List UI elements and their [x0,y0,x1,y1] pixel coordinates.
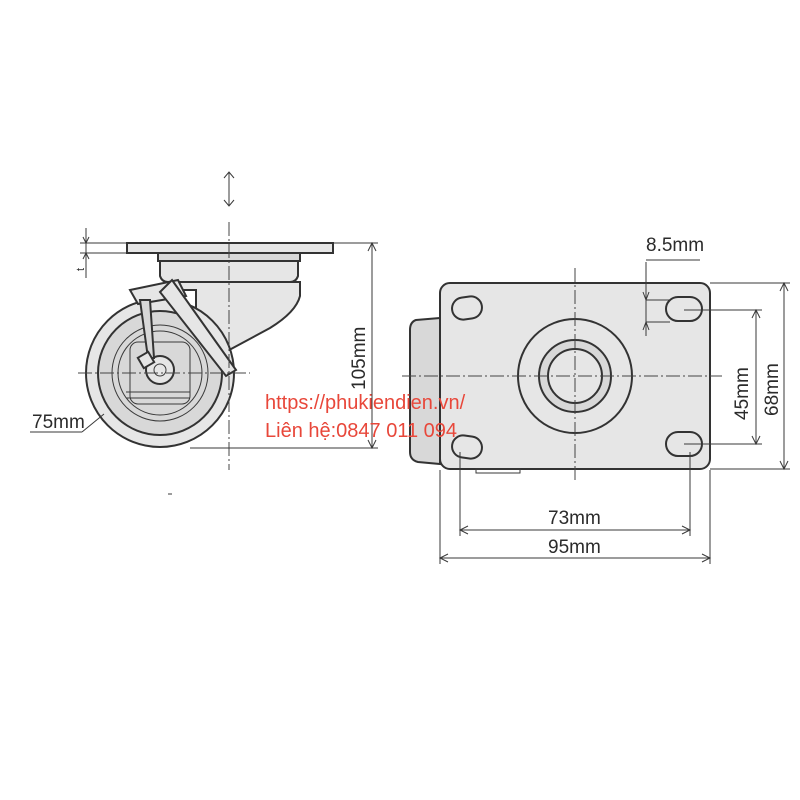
hole-spacing-vertical-dim: 45mm [684,308,762,446]
top-view: 8.5mm 45mm 68mm 73mm [402,235,790,564]
hole-spacing-vertical-label: 45mm [732,367,753,420]
swivel-arrow-icon [223,171,235,207]
brake-lever [128,278,238,378]
plate-height-dim: 68mm [710,281,790,471]
wheel-diameter-label: 75mm [32,412,85,433]
hole-top-left [451,295,483,321]
hole-spacing-horizontal-label: 73mm [548,508,601,529]
watermark-contact: Liên hệ:0847 011 094 [265,420,457,442]
height-label: 105mm [349,327,370,390]
mounting-holes [451,295,703,460]
watermark: https://phukiendien.vn/ Liên hệ:0847 011… [265,392,466,442]
hole-spacing-horizontal-dim: 73mm [458,452,692,536]
height-dim: 105mm [190,241,378,450]
side-view: t 105mm 75mm [30,171,378,495]
wheel-diameter-dim: 75mm [30,412,105,433]
wheel-edge [475,468,521,474]
hole-diameter-label: 8.5mm [646,235,704,256]
plate-thickness-label: t [75,268,87,271]
hole-top-right [665,296,703,322]
plate-thickness-dim: t [75,228,126,278]
watermark-url: https://phukiendien.vn/ [265,392,466,414]
hole-diameter-dim: 8.5mm [642,235,704,336]
plate-height-label: 68mm [762,363,783,416]
plate-width-dim: 95mm [438,470,712,564]
plate-width-label: 95mm [548,537,601,558]
brake-pedal [409,316,441,466]
top-plate [126,242,334,254]
